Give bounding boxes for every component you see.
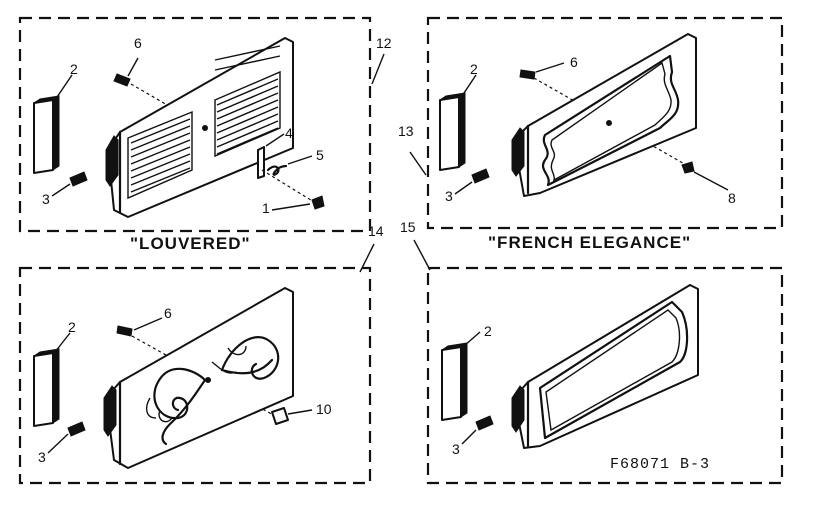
group-number-14: 14: [368, 223, 384, 239]
side-trim-part: [33, 348, 60, 427]
drawing-code: F68071 B-3: [610, 456, 710, 473]
callout-side-trim: 2: [70, 61, 78, 77]
panel-french-elegance-frame: [426, 16, 784, 230]
knob-part: [271, 407, 289, 425]
caption-french-elegance: "FRENCH ELEGANCE": [488, 233, 691, 252]
callout-bottom-screw: 1: [262, 200, 270, 216]
small-screw-part: [471, 168, 490, 184]
panel-french-elegance: 2 3 6 8 13 "FRENCH ELEGANCE": [398, 16, 784, 252]
callout-small-screw: 3: [38, 449, 46, 465]
panel-scroll: 2 3 6 10 14: [18, 223, 384, 485]
callout-side-trim: 2: [68, 319, 76, 335]
callout-small-screw: 3: [445, 188, 453, 204]
callout-knob: 10: [316, 401, 332, 417]
panel-louvered: 2 3 6 4 5: [18, 16, 392, 253]
side-trim-part: [33, 95, 60, 174]
callout-clip: 4: [285, 125, 293, 141]
top-screw-part: [519, 69, 536, 80]
group-number-15: 15: [400, 219, 416, 235]
callout-top-screw: 6: [570, 54, 578, 70]
knob-part: [681, 161, 695, 174]
panel-plain: 2 3 15 F68071 B-3: [400, 219, 784, 485]
callout-small-screw: 3: [42, 191, 50, 207]
top-screw-part: [113, 73, 131, 87]
bottom-screw-part: [311, 195, 325, 210]
french-panel-part: [511, 33, 697, 197]
panel-scroll-frame: [18, 266, 372, 485]
small-screw-part: [69, 171, 88, 187]
clip-part: [257, 146, 265, 179]
panel-plain-frame: [426, 266, 784, 485]
caption-louvered: "LOUVERED": [130, 234, 251, 253]
callout-side-trim: 2: [484, 323, 492, 339]
scroll-panel-part: [103, 287, 294, 469]
callout-small-screw: 3: [452, 441, 460, 457]
small-screw-part: [67, 421, 86, 437]
callout-spring: 5: [316, 147, 324, 163]
small-screw-part: [475, 415, 494, 431]
callout-top-screw: 6: [164, 305, 172, 321]
top-screw-part: [116, 325, 133, 337]
louvered-panel-part: [105, 37, 294, 218]
callout-side-trim: 2: [470, 61, 478, 77]
side-trim-part: [439, 92, 466, 171]
plain-panel-part: [511, 284, 699, 449]
group-number-12: 12: [376, 35, 392, 51]
side-trim-part: [441, 342, 468, 421]
callout-top-screw: 6: [134, 35, 142, 51]
panel-louvered-frame: [18, 16, 372, 233]
group-number-13: 13: [398, 123, 414, 139]
callout-knob: 8: [728, 190, 736, 206]
spring-part: [266, 164, 288, 176]
